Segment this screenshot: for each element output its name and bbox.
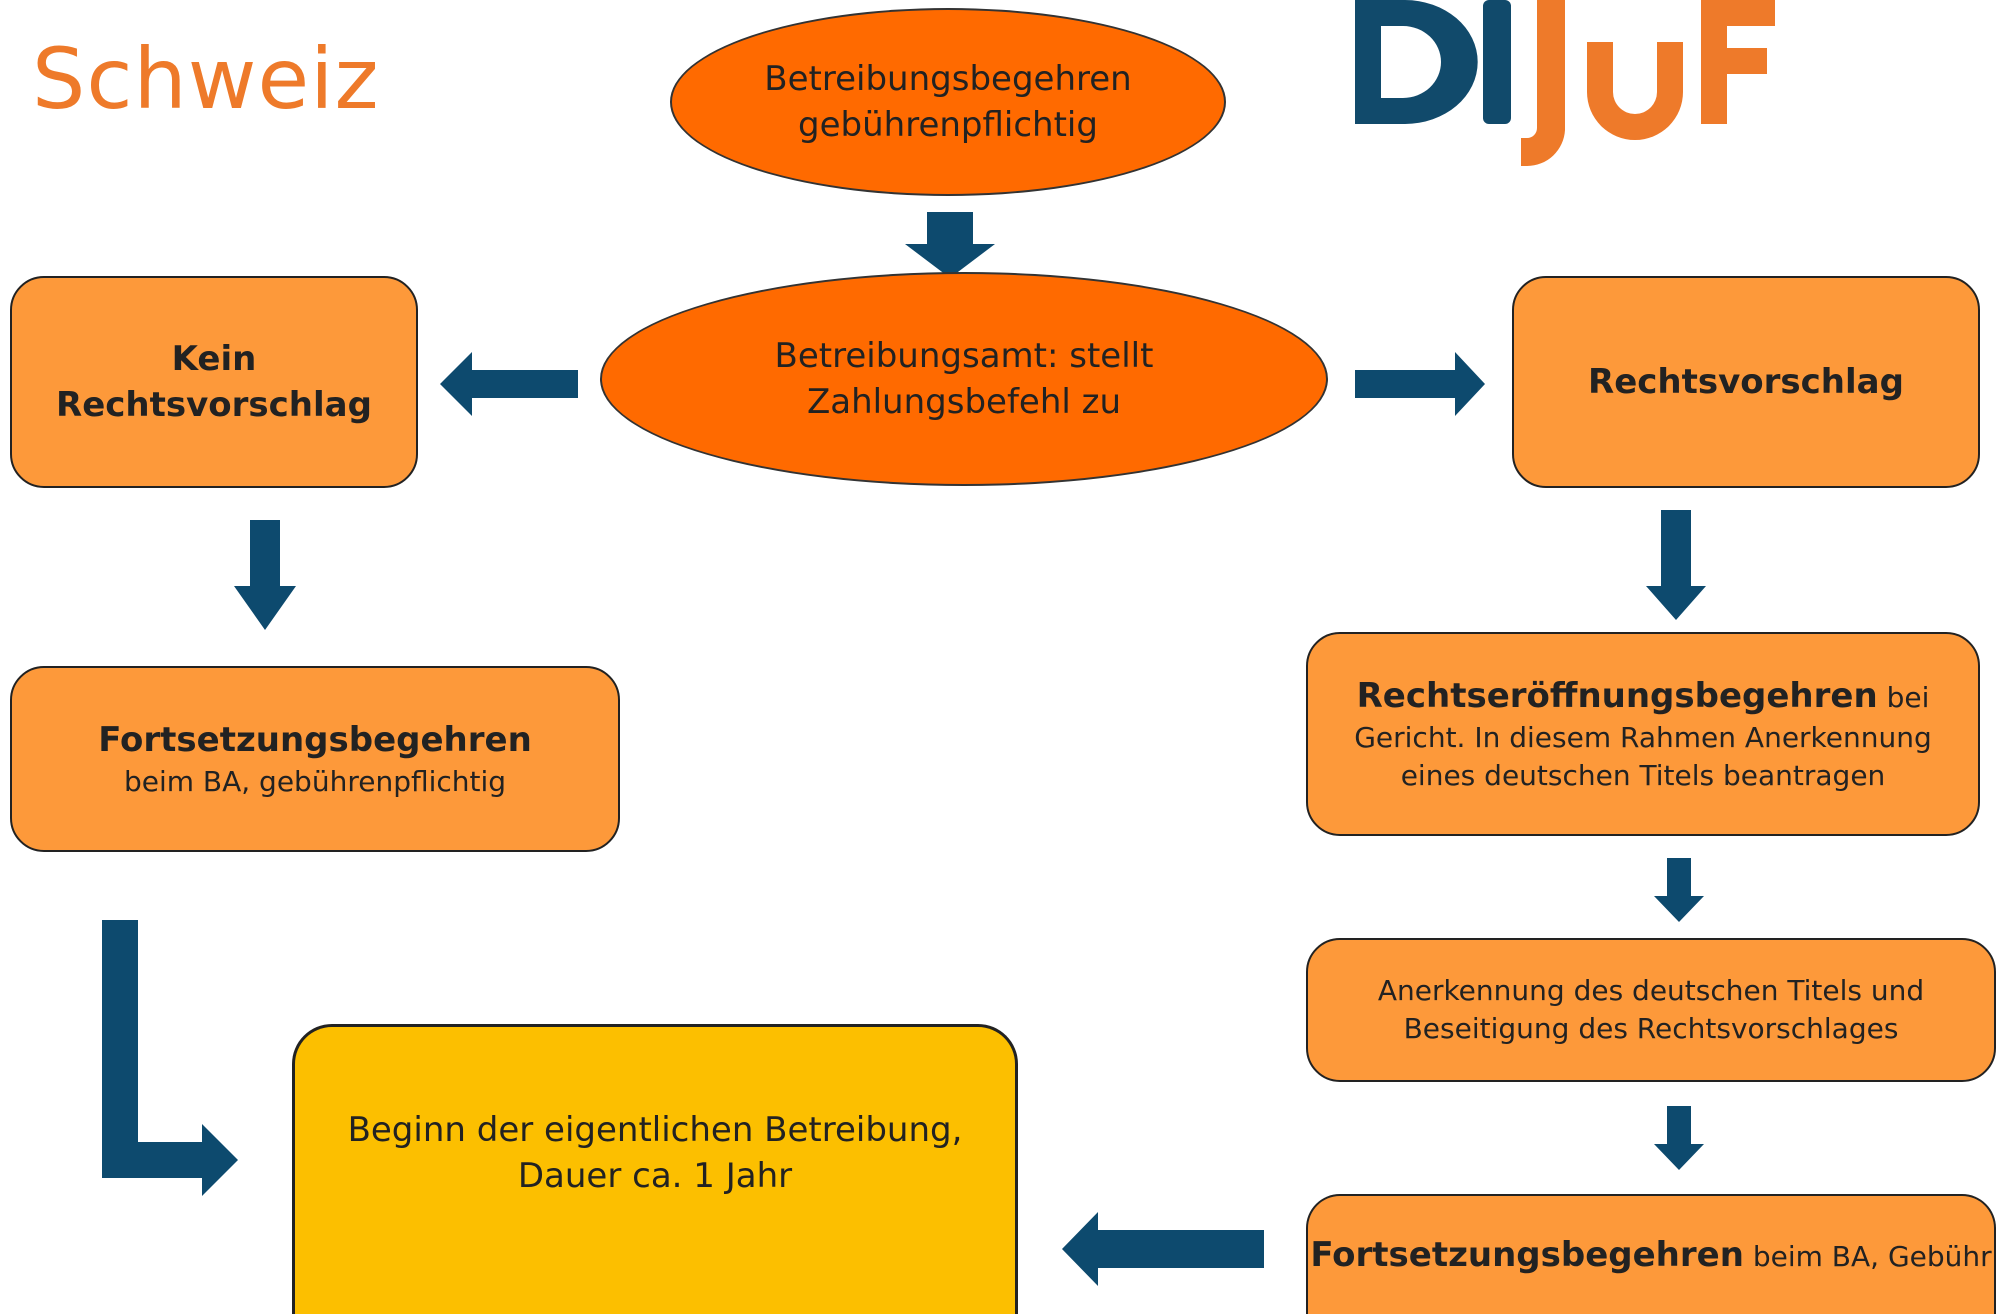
node-rechtsvorschlag-label: Rechtsvorschlag — [1588, 362, 1904, 402]
arrow-down-small-2 — [1654, 1106, 1704, 1170]
node-anerkennung-line1: Anerkennung des deutschen Titels und — [1377, 974, 1925, 1007]
arrow-down-small-1 — [1654, 858, 1704, 922]
node-betreibungsbegehren: Betreibungsbegehren gebührenpflichtig — [670, 8, 1226, 196]
node-fortsetzungsbegehren-right-title: Fortsetzungsbegehren — [1310, 1235, 1744, 1275]
node-rechtseroeffnungsbegehren-suffix: bei — [1877, 681, 1930, 714]
arrow-right — [1355, 352, 1485, 416]
node-anerkennung-line2: Beseitigung des Rechtsvorschlages — [1403, 1012, 1899, 1045]
node-betreibungsbegehren-line2: gebührenpflichtig — [798, 105, 1098, 145]
node-rechtseroeffnungsbegehren-title: Rechtseröffnungsbegehren — [1356, 676, 1878, 716]
node-beginn-betreibung-line2: Dauer ca. 1 Jahr — [517, 1155, 793, 1196]
arrow-down-1 — [905, 212, 995, 278]
node-kein-rechtsvorschlag-line1: Kein — [171, 339, 257, 379]
node-fortsetzungsbegehren-right: Fortsetzungsbegehren beim BA, Gebühr — [1306, 1194, 1996, 1314]
node-rechtseroeffnungsbegehren: Rechtseröffnungsbegehren bei Gericht. In… — [1306, 632, 1980, 836]
arrow-left-final — [1062, 1212, 1264, 1286]
node-kein-rechtsvorschlag: Kein Rechtsvorschlag — [10, 276, 418, 488]
node-beginn-betreibung: Beginn der eigentlichen Betreibung, Daue… — [292, 1024, 1018, 1314]
arrow-down-left — [234, 520, 296, 630]
node-beginn-betreibung-line1: Beginn der eigentlichen Betreibung, — [347, 1109, 963, 1150]
node-betreibungsamt-line2: Zahlungsbefehl zu — [806, 382, 1122, 422]
node-rechtseroeffnungsbegehren-line3: eines deutschen Titels beantragen — [1400, 759, 1886, 792]
node-fortsetzungsbegehren-left-title: Fortsetzungsbegehren — [98, 720, 532, 760]
node-fortsetzungsbegehren-left-detail: beim BA, gebührenpflichtig — [123, 765, 507, 798]
arrow-l-shaped — [102, 920, 238, 1196]
page-title: Schweiz — [32, 30, 380, 128]
node-betreibungsamt-line1: Betreibungsamt: stellt — [774, 336, 1154, 376]
node-anerkennung: Anerkennung des deutschen Titels und Bes… — [1306, 938, 1996, 1082]
node-fortsetzungsbegehren-left: Fortsetzungsbegehren beim BA, gebührenpf… — [10, 666, 620, 852]
node-betreibungsbegehren-line1: Betreibungsbegehren — [764, 59, 1132, 99]
node-kein-rechtsvorschlag-line2: Rechtsvorschlag — [56, 385, 372, 425]
dijuf-logo — [1355, 0, 1775, 167]
node-rechtseroeffnungsbegehren-line2: Gericht. In diesem Rahmen Anerkennung — [1354, 721, 1932, 754]
arrow-left — [440, 352, 578, 416]
node-rechtsvorschlag: Rechtsvorschlag — [1512, 276, 1980, 488]
node-betreibungsamt: Betreibungsamt: stellt Zahlungsbefehl zu — [600, 272, 1328, 486]
arrow-down-right — [1646, 510, 1706, 620]
node-fortsetzungsbegehren-right-detail: beim BA, Gebühr — [1743, 1240, 1992, 1273]
